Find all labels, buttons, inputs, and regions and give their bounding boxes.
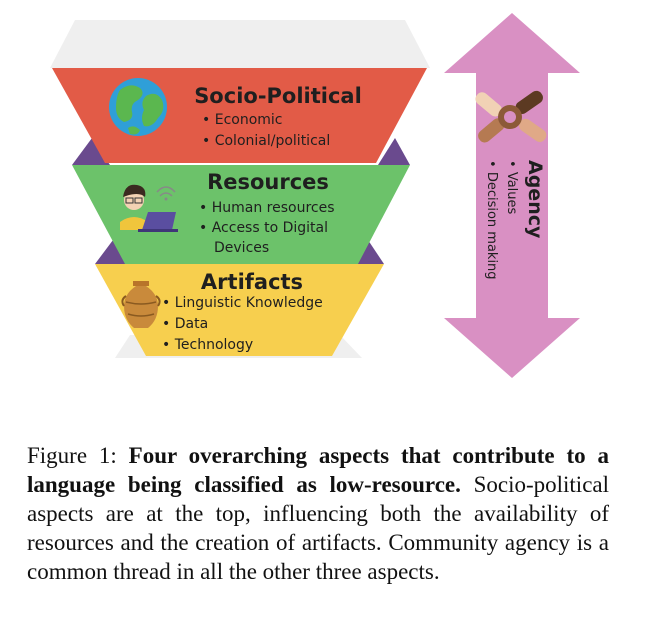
artifacts-title: Artifacts [201,270,303,294]
low-resource-aspects-diagram: Socio-Political • Economic • Colonial/po… [0,0,650,400]
globe-icon [109,78,167,136]
resources-bullet-2: • Access to Digital [199,220,328,236]
figure-caption: Figure 1: Four overarching aspects that … [27,441,609,586]
resources-bullet-1: • Human resources [199,200,335,216]
resources-bullet-2-continued: Devices [214,240,269,256]
resources-title: Resources [207,170,329,194]
agency-bullet-1: • Values [504,160,519,215]
artifacts-bullet-3: • Technology [162,337,253,353]
agency-bullet-2: • Decision making [484,160,499,280]
socio-political-bullet-2: • Colonial/political [202,133,330,149]
background-top-shape [50,20,430,68]
socio-political-title: Socio-Political [194,84,362,108]
artifacts-bullet-1: • Linguistic Knowledge [162,295,323,311]
caption-label: Figure 1: [27,443,129,468]
agency-title: Agency [524,160,546,239]
artifacts-bullet-2: • Data [162,316,208,332]
socio-political-bullet-1: • Economic [202,112,283,128]
